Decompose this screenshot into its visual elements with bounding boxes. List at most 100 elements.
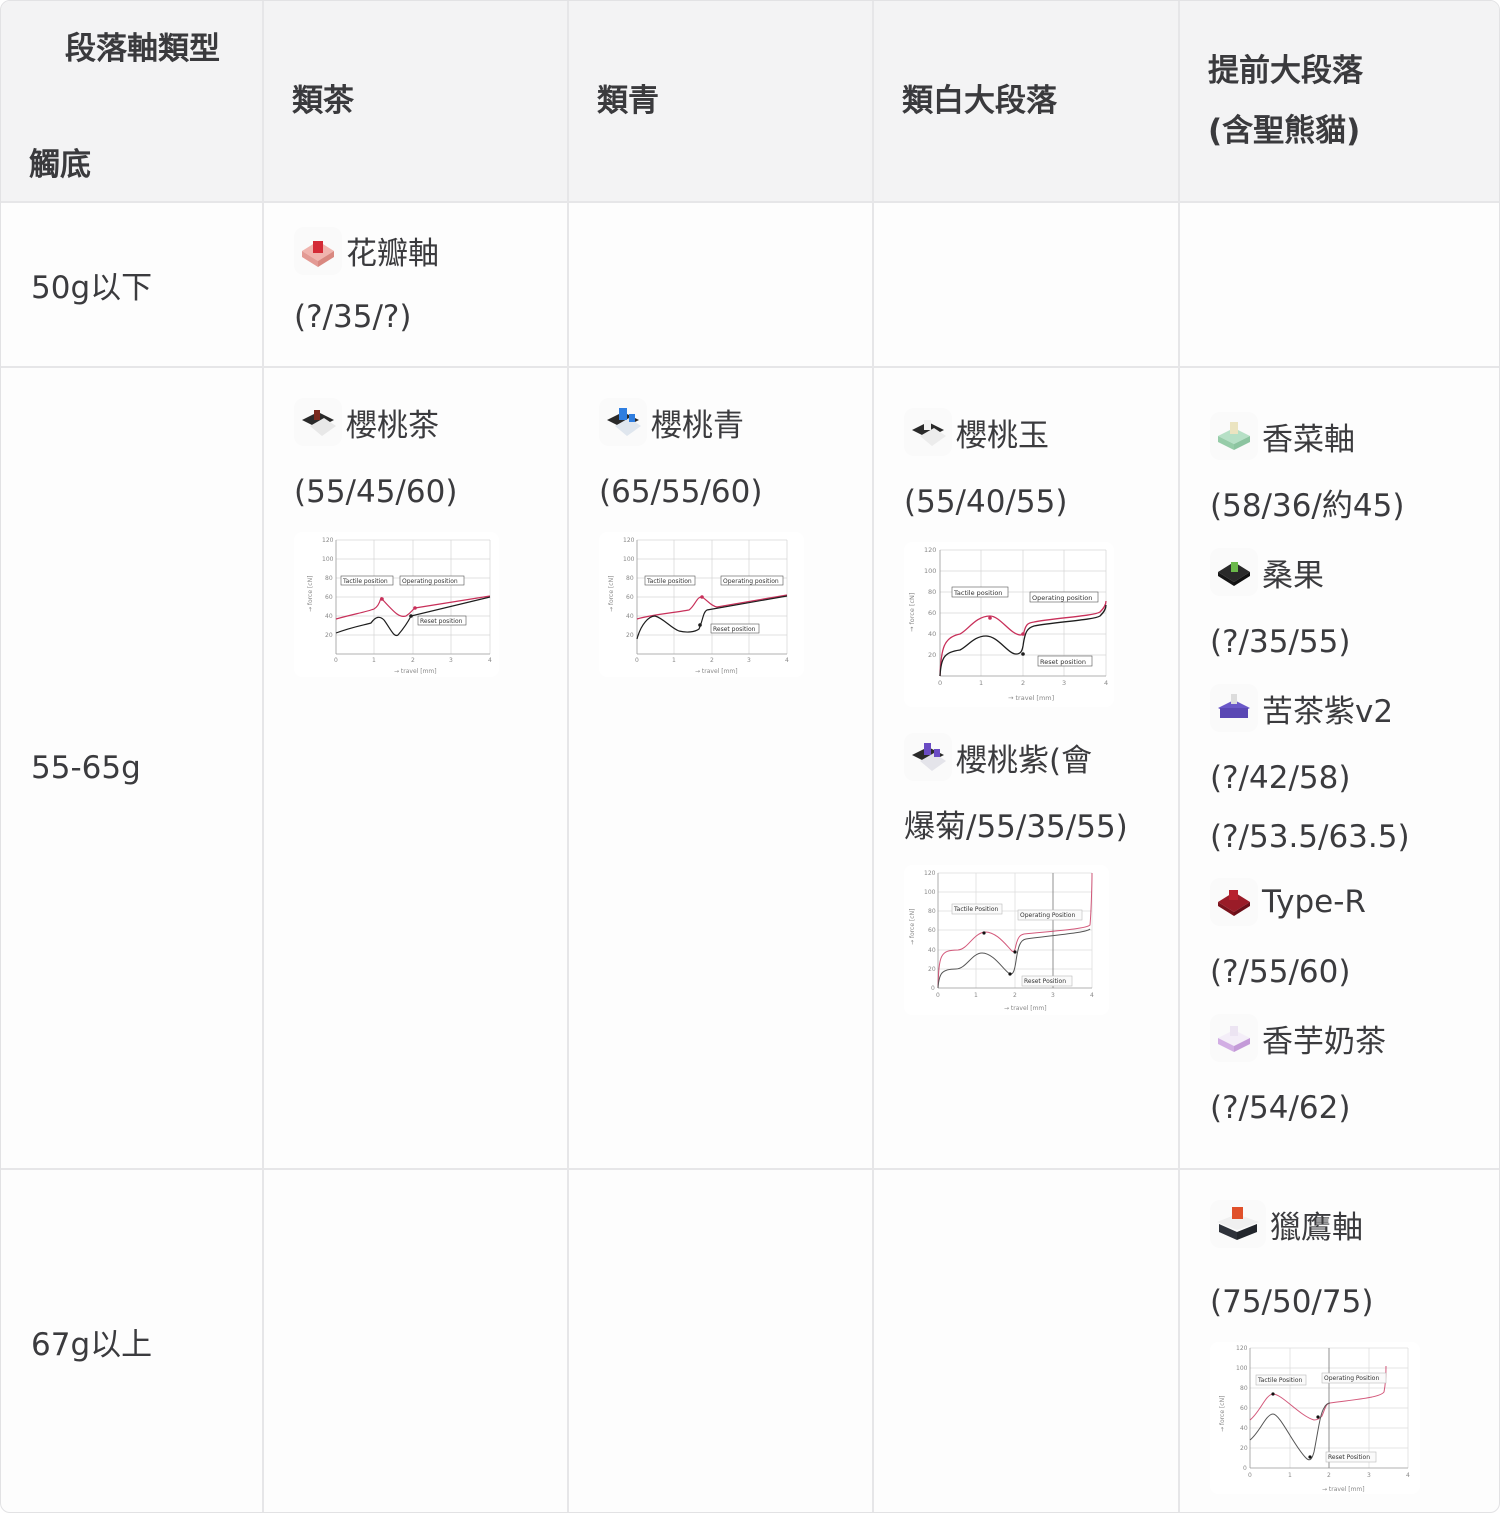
svg-text:→ travel [mm]: → travel [mm] xyxy=(695,668,738,675)
cherry-blue-switch-icon xyxy=(599,398,647,446)
svg-text:Tactile Position: Tactile Position xyxy=(1257,1377,1302,1384)
svg-text:3: 3 xyxy=(449,657,453,664)
table-row: 55-65g 櫻桃茶 (55/45/60) xyxy=(1,366,1499,1170)
svg-text:120: 120 xyxy=(924,546,936,554)
taro-switch-icon xyxy=(1210,1014,1258,1062)
column-header-blue-like: 類青 xyxy=(567,1,874,203)
svg-text:3: 3 xyxy=(1062,679,1066,687)
svg-text:120: 120 xyxy=(924,870,936,877)
svg-text:Tactile position: Tactile position xyxy=(342,578,388,585)
svg-text:3: 3 xyxy=(747,657,751,664)
switch-spec: (75/50/75) xyxy=(1210,1284,1374,1320)
svg-text:100: 100 xyxy=(924,889,936,896)
switch-name: 獵鷹軸 xyxy=(1270,1209,1363,1246)
cherry-clear-switch-icon xyxy=(904,408,952,456)
svg-text:Reset position: Reset position xyxy=(713,626,756,633)
switch-entry: 香菜軸 xyxy=(1210,404,1499,468)
svg-text:→ force [cN]: → force [cN] xyxy=(909,909,916,945)
svg-text:→ travel [mm]: → travel [mm] xyxy=(394,668,437,675)
table-row: 67g以上 獵鷹軸 (75/50/75) xyxy=(1,1168,1499,1512)
svg-text:80: 80 xyxy=(928,908,936,915)
svg-text:2: 2 xyxy=(1021,679,1025,687)
svg-text:Reset position: Reset position xyxy=(1040,658,1086,666)
svg-text:4: 4 xyxy=(1406,1472,1410,1479)
header-row: 段落軸類型 觸底 類茶 類青 類白大段落 提前大段落 (含聖熊貓) xyxy=(1,1,1499,203)
svg-text:40: 40 xyxy=(325,613,333,620)
table-row: 50g以下 花瓣軸 (?/35/?) xyxy=(1,201,1499,368)
svg-text:60: 60 xyxy=(626,594,634,601)
switch-name: 桑果 xyxy=(1262,557,1324,594)
svg-text:Operating Position: Operating Position xyxy=(1324,1375,1379,1382)
svg-text:Tactile position: Tactile position xyxy=(646,578,692,585)
svg-text:3: 3 xyxy=(1051,992,1055,999)
svg-text:Operating position: Operating position xyxy=(723,578,779,585)
svg-text:20: 20 xyxy=(325,632,333,639)
switch-entry: 櫻桃玉 xyxy=(904,400,1178,464)
svg-text:120: 120 xyxy=(623,537,635,544)
svg-text:80: 80 xyxy=(928,588,936,596)
svg-text:40: 40 xyxy=(1240,1425,1248,1432)
table-cell-empty xyxy=(872,201,1180,368)
svg-text:120: 120 xyxy=(1236,1345,1248,1352)
svg-text:2: 2 xyxy=(710,657,714,664)
svg-text:0: 0 xyxy=(936,992,940,999)
switch-spec: (?/54/62) xyxy=(1210,1090,1351,1126)
svg-text:20: 20 xyxy=(1240,1445,1248,1452)
falcon-switch-icon xyxy=(1210,1200,1266,1248)
pink-switch-icon xyxy=(294,226,342,275)
switch-name: 苦茶紫v2 xyxy=(1262,693,1394,730)
svg-text:1: 1 xyxy=(372,657,376,664)
switch-spec: (55/45/60) xyxy=(294,474,458,510)
svg-text:Reset position: Reset position xyxy=(420,618,463,625)
switch-entry: 香芋奶茶 xyxy=(1210,1006,1499,1070)
svg-text:60: 60 xyxy=(928,609,936,617)
svg-text:100: 100 xyxy=(924,567,936,575)
svg-text:0: 0 xyxy=(938,679,942,687)
svg-text:0: 0 xyxy=(1243,1465,1247,1472)
black-green-switch-icon xyxy=(1210,548,1258,596)
purple-switch-icon xyxy=(1210,684,1258,732)
svg-text:Reset Position: Reset Position xyxy=(1328,1454,1370,1461)
svg-text:4: 4 xyxy=(1104,679,1108,687)
switch-spec: (?/35/?) xyxy=(294,298,412,335)
svg-text:Operating Position: Operating Position xyxy=(1020,912,1075,919)
switch-spec: (58/36/約45) xyxy=(1210,488,1405,524)
svg-text:100: 100 xyxy=(322,556,334,563)
switch-spec: (?/35/55) xyxy=(1210,624,1351,660)
svg-text:3: 3 xyxy=(1367,1472,1371,1479)
switch-spec: (65/55/60) xyxy=(599,474,763,510)
switch-name: 花瓣軸 xyxy=(346,236,439,272)
svg-text:Operating position: Operating position xyxy=(402,578,458,585)
column-header-early-large-bump: 提前大段落 (含聖熊貓) xyxy=(1178,1,1499,203)
svg-text:100: 100 xyxy=(623,556,635,563)
corner-header-bottom-out: 觸底 xyxy=(29,147,91,183)
svg-text:120: 120 xyxy=(322,537,334,544)
switch-name: Type-R xyxy=(1262,884,1366,920)
table-cell-empty xyxy=(262,1168,569,1512)
column-header-brown-like: 類茶 xyxy=(262,1,569,203)
svg-text:80: 80 xyxy=(626,575,634,582)
corner-header-type: 段落軸類型 xyxy=(65,31,220,67)
svg-text:80: 80 xyxy=(325,575,333,582)
svg-text:→ travel [mm]: → travel [mm] xyxy=(1004,1005,1047,1012)
svg-text:1: 1 xyxy=(974,992,978,999)
cherry-brown-switch-icon xyxy=(294,398,342,446)
svg-text:2: 2 xyxy=(1327,1472,1331,1479)
svg-text:0: 0 xyxy=(931,985,935,992)
switch-spec: (?/55/60) xyxy=(1210,954,1351,990)
svg-text:1: 1 xyxy=(979,679,983,687)
svg-text:4: 4 xyxy=(785,657,789,664)
svg-text:Reset Position: Reset Position xyxy=(1024,978,1066,985)
svg-text:Operating position: Operating position xyxy=(1032,594,1092,602)
svg-text:2: 2 xyxy=(1013,992,1017,999)
svg-text:60: 60 xyxy=(1240,1405,1248,1412)
switch-name: 香菜軸 xyxy=(1262,421,1355,458)
switch-entry: 苦茶紫v2 xyxy=(1210,676,1499,740)
svg-text:0: 0 xyxy=(635,657,639,664)
switch-entry: 櫻桃紫(會 xyxy=(904,725,1178,789)
